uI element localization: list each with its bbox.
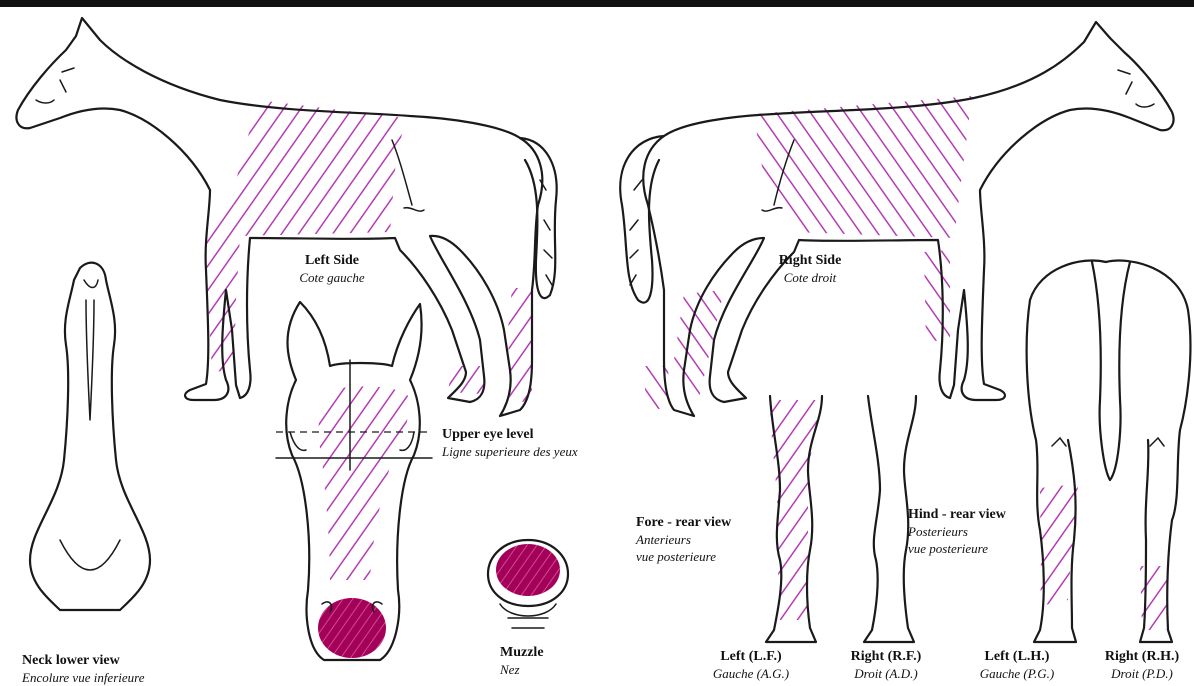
fore-rear-label: Fore - rear view Anterieurs vue posterie…: [636, 514, 731, 565]
neck-label: Neck lower view Encolure vue inferieure: [22, 652, 145, 686]
rf-label-fr: Droit (A.D.): [836, 665, 936, 682]
neck-outline: [30, 263, 150, 610]
upper-eye-label-fr: Ligne superieure des yeux: [442, 443, 578, 460]
rf-label: Right (R.F.) Droit (A.D.): [836, 648, 936, 682]
left-side-label-en: Left Side: [272, 252, 392, 269]
left-side-body-marking: [232, 100, 405, 236]
muzzle-view: [488, 540, 568, 628]
right-side-tail: [620, 136, 664, 303]
rh-label: Right (R.H.) Droit (P.D.): [1092, 648, 1192, 682]
muzzle-label-fr: Nez: [500, 661, 544, 678]
hind-legs-rear-view: [1027, 261, 1191, 642]
head-nose-marking: [318, 598, 386, 658]
left-side-hindleg2-marking: [448, 366, 486, 394]
tail-rear: [1092, 262, 1130, 480]
top-border: [0, 0, 1194, 7]
head-front-view: [276, 302, 432, 660]
right-side-body-marking: [754, 96, 972, 238]
right-side-label: Right Side Cote droit: [750, 252, 870, 286]
left-side-hindleg-marking: [508, 288, 532, 404]
hind-rear-label-fr1: Posterieurs: [908, 523, 1006, 540]
right-side-horse: [620, 22, 1173, 416]
hind-rear-label-fr2: vue posterieure: [908, 540, 1006, 557]
rh-label-en: Right (R.H.): [1092, 648, 1192, 665]
muzzle-label-en: Muzzle: [500, 644, 544, 661]
right-side-label-en: Right Side: [750, 252, 870, 269]
lh-label-fr: Gauche (P.G.): [962, 665, 1072, 682]
fore-legs-rear-view: [766, 396, 916, 642]
right-side-label-fr: Cote droit: [750, 269, 870, 286]
lh-label-en: Left (L.H.): [962, 648, 1072, 665]
lf-label: Left (L.F.) Gauche (A.G.): [696, 648, 806, 682]
right-side-foreleg-marking: [924, 250, 950, 342]
muzzle-label: Muzzle Nez: [500, 644, 544, 678]
right-side-hindleg-marking: [674, 290, 724, 402]
hind-rear-label: Hind - rear view Posterieurs vue posteri…: [908, 506, 1006, 557]
fore-rear-label-en: Fore - rear view: [636, 514, 731, 531]
neck-label-en: Neck lower view: [22, 652, 145, 669]
head-face-marking: [319, 386, 409, 580]
lf-label-fr: Gauche (A.G.): [696, 665, 806, 682]
neck-label-fr: Encolure vue inferieure: [22, 669, 145, 686]
rf-label-en: Right (R.F.): [836, 648, 936, 665]
lf-label-en: Left (L.F.): [696, 648, 806, 665]
left-side-label-fr: Cote gauche: [272, 269, 392, 286]
fore-rear-label-fr2: vue posterieure: [636, 548, 731, 565]
left-side-horse: [17, 18, 557, 416]
fore-rear-label-fr1: Anterieurs: [636, 531, 731, 548]
lh-label: Left (L.H.) Gauche (P.G.): [962, 648, 1072, 682]
upper-eye-label: Upper eye level Ligne superieure des yeu…: [442, 426, 578, 460]
neck-lower-view: [30, 263, 150, 610]
hind-rear-label-en: Hind - rear view: [908, 506, 1006, 523]
upper-eye-label-en: Upper eye level: [442, 426, 578, 443]
rh-label-fr: Droit (P.D.): [1092, 665, 1192, 682]
muzzle-marking: [496, 544, 560, 596]
left-side-label: Left Side Cote gauche: [272, 252, 392, 286]
